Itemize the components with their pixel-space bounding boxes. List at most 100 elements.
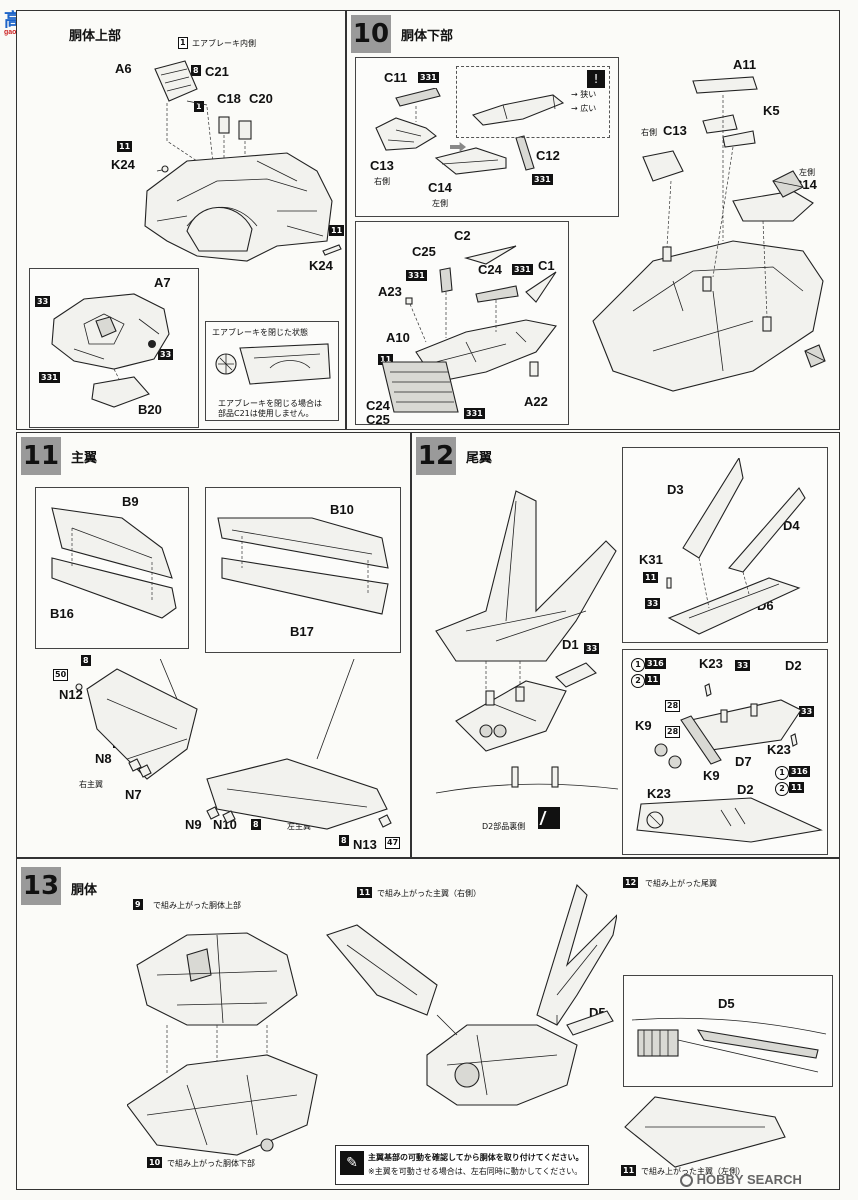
part-c12 xyxy=(515,135,535,171)
label-n9: N9 xyxy=(185,817,202,832)
d2-d7-box: 1 316 2 11 K23 33 D2 33 28 K9 28 K23 D7 … xyxy=(622,649,828,855)
final-assembly-drawing xyxy=(326,883,617,1106)
b10-b17-drawing xyxy=(217,517,389,615)
tail-assembled-final xyxy=(536,883,617,1026)
tag-circle-2: 2 xyxy=(631,674,645,688)
part-c14 xyxy=(434,147,507,175)
a7-detail xyxy=(95,316,117,338)
adjust-tip-icon: ! xyxy=(587,70,605,88)
part-c2 xyxy=(463,245,517,265)
tail-assembled xyxy=(435,490,617,662)
label-c13-main: C13 xyxy=(663,123,687,138)
peg-d2-2 xyxy=(750,703,758,717)
part-n9-n10 xyxy=(206,806,236,824)
part-c18 xyxy=(218,116,230,134)
label-c14-sub: C14 xyxy=(428,180,452,195)
part-c20 xyxy=(238,120,252,140)
label-b9: B9 xyxy=(122,494,139,509)
tag-8c: 8 xyxy=(251,819,261,830)
lower-body-joint xyxy=(260,1138,274,1152)
upper-fuselage-drawing xyxy=(144,60,342,262)
d2-back-label: D2部品裏側 xyxy=(482,822,526,831)
peg-a xyxy=(485,690,495,706)
ref-step-12: 12 xyxy=(623,877,639,888)
label-n12: N12 xyxy=(59,687,83,702)
tag-8: 8 xyxy=(191,65,201,76)
part-n13 xyxy=(378,814,392,828)
right-side-label: 右側 xyxy=(374,177,390,186)
tag-33a: 33 xyxy=(35,296,51,307)
tag-331e: 331 xyxy=(464,408,485,419)
label-k5: K5 xyxy=(763,103,780,118)
part-n12 xyxy=(75,683,83,691)
label-k24-left: K24 xyxy=(111,157,135,172)
label-c18: C18 xyxy=(217,91,241,106)
marking-dot xyxy=(148,340,156,348)
step-13-panel: 13 胴体 9 で組み上がった胴体上部 11 で組み上がった主翼（右側） 12 … xyxy=(16,858,840,1190)
right-wing xyxy=(86,668,198,780)
note-tip-icon: ✎ xyxy=(340,1151,364,1175)
label-c24-top: C24 xyxy=(478,262,502,277)
label-d5-detail: D5 xyxy=(718,996,735,1011)
label-c25-top: C25 xyxy=(412,244,436,259)
part-d5-detail xyxy=(696,1029,819,1059)
step-9-panel: 胴体上部 1 エアブレーキ内側 A6 8 C21 1 C18 C20 11 K2… xyxy=(16,10,346,430)
tag-50-label: 50 xyxy=(55,670,67,679)
lower-fuselage-drawing xyxy=(592,76,826,392)
tag-331: 331 xyxy=(39,372,60,383)
part-k23-right xyxy=(790,733,798,747)
label-c21: C21 xyxy=(205,64,229,79)
step-11-title: 主翼 xyxy=(71,451,98,466)
tag-331d-label: 331 xyxy=(408,271,425,280)
wings-drawing xyxy=(75,659,392,830)
d3-d4-box: D3 D4 K31 11 33 D6 xyxy=(622,447,828,643)
part-d4 xyxy=(728,487,806,573)
part-c25 xyxy=(439,267,453,293)
d5-detail-box: D5 xyxy=(623,975,833,1087)
step-13-number: 13 xyxy=(21,867,61,905)
narrow-label: → 狭い xyxy=(571,90,597,99)
tag-50: 50 xyxy=(53,669,69,681)
tag-28a-label: 28 xyxy=(667,701,679,710)
tag-11a-label: 11 xyxy=(119,142,131,151)
part-d3 xyxy=(682,458,744,559)
canopy-opening xyxy=(186,207,253,252)
label-d7: D7 xyxy=(735,754,752,769)
ref-step-11-left: 11 xyxy=(621,1165,637,1176)
label-d3: D3 xyxy=(667,482,684,497)
airbrake-closed-note-2: 部品C21は使用しません。 xyxy=(218,409,314,418)
tag-circle-1b-label: 1 xyxy=(779,768,785,777)
airbrake-inner-label: エアブレーキ内側 xyxy=(192,39,256,48)
tag-47-label: 47 xyxy=(387,838,399,847)
watermark-text: HOBBY SEARCH xyxy=(696,1172,802,1187)
ref-step-10-label: 10 xyxy=(149,1158,161,1167)
part-a11 xyxy=(692,76,758,94)
hobby-search-watermark: HOBBY SEARCH xyxy=(680,1172,802,1188)
part-k24-left xyxy=(161,165,169,173)
label-a23: A23 xyxy=(378,284,402,299)
ref-step-9: 9 xyxy=(133,899,143,910)
d3-d4-drawing xyxy=(666,458,806,635)
part-c1 xyxy=(525,271,557,303)
label-c12: C12 xyxy=(536,148,560,163)
label-b16: B16 xyxy=(50,606,74,621)
ref-step-9-label: 9 xyxy=(135,900,141,909)
tag-33a-s12: 33 xyxy=(584,643,600,654)
airbrake-closed-part xyxy=(239,343,331,385)
part-k9-a xyxy=(654,743,668,757)
part-k31 xyxy=(666,577,672,589)
tag-11a: 11 xyxy=(117,141,133,152)
label-a22: A22 xyxy=(524,394,548,409)
label-a6: A6 xyxy=(115,61,132,76)
tag-circle-1-label: 1 xyxy=(635,660,641,669)
tag-11b: 11 xyxy=(329,225,345,236)
label-c20: C20 xyxy=(249,91,273,106)
d5-detail-drawing xyxy=(631,1017,827,1073)
a7-drawing xyxy=(51,293,170,408)
narrow-text: 狭い xyxy=(580,90,597,99)
peg-1 xyxy=(662,246,672,262)
part-n8-n7 xyxy=(128,758,152,778)
tag-33b-label: 33 xyxy=(160,350,172,359)
tag-11: 11 xyxy=(378,354,394,365)
airbrake-closed-note-1: エアブレーキを閉じる場合は xyxy=(218,399,322,408)
